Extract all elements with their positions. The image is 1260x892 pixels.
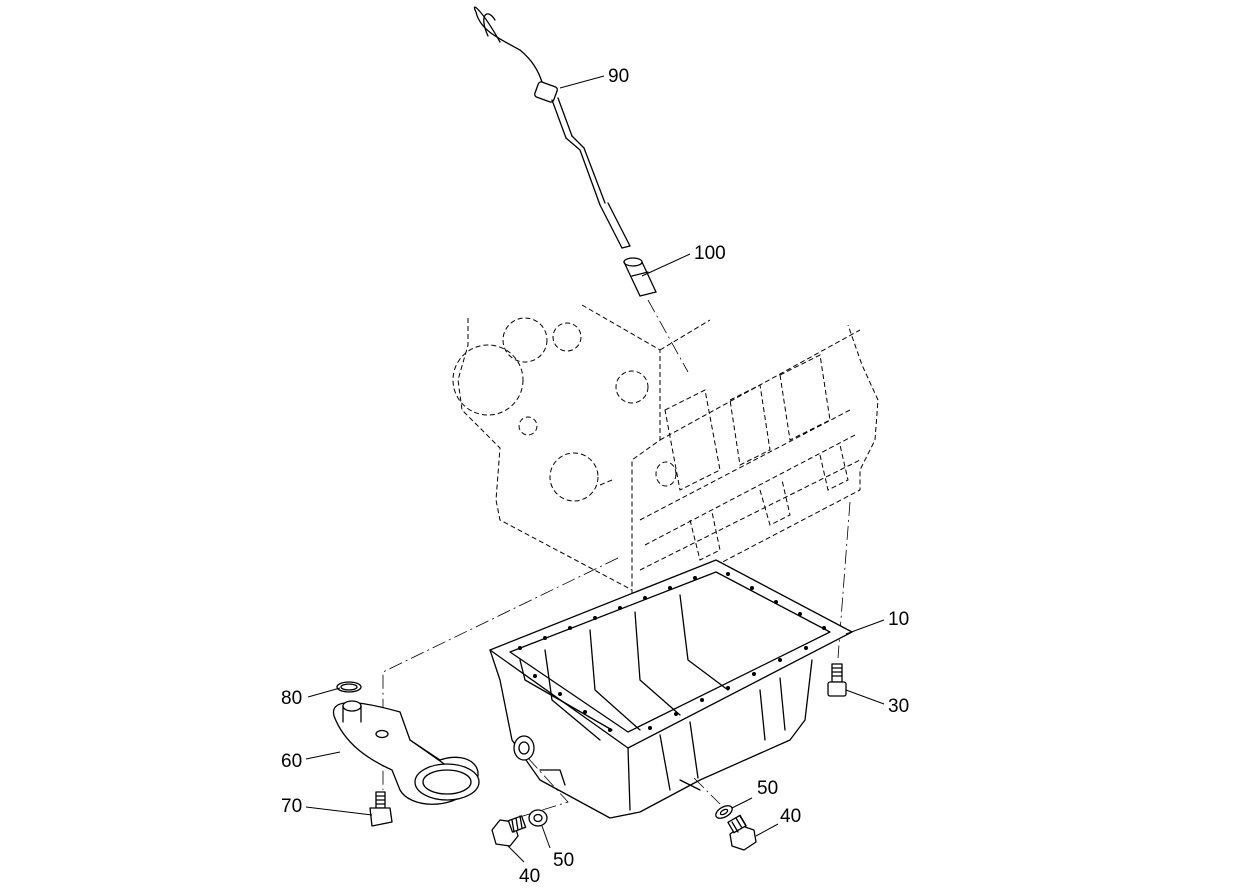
o-ring xyxy=(336,681,362,693)
callout-100: 100 xyxy=(694,243,726,264)
engine-block-outline xyxy=(452,304,879,601)
callout-60: 60 xyxy=(281,751,302,772)
callout-70: 70 xyxy=(281,796,302,817)
callout-40-right: 40 xyxy=(780,806,801,827)
callout-50-bottom: 50 xyxy=(553,850,574,871)
oil-pan xyxy=(489,594,813,819)
oil-strainer xyxy=(332,700,480,805)
oil-pan-gasket xyxy=(489,559,853,749)
callout-labels: 90 100 10 30 80 60 70 50 40 50 40 xyxy=(281,66,909,887)
callout-10: 10 xyxy=(888,609,909,630)
assembly-centerlines xyxy=(382,299,851,821)
washer-50-right xyxy=(715,805,733,819)
drain-plug-40-right xyxy=(727,814,757,851)
callout-50-right: 50 xyxy=(757,778,778,799)
callout-30: 30 xyxy=(888,696,909,717)
bolt-70 xyxy=(369,791,393,827)
callout-40-bottom: 40 xyxy=(519,866,540,887)
leader-lines xyxy=(305,75,885,863)
dipstick xyxy=(473,6,631,249)
drain-plug-40-bottom xyxy=(491,815,527,847)
dipstick-tube xyxy=(623,257,657,297)
callout-80: 80 xyxy=(281,688,302,709)
drain-plug-30 xyxy=(827,663,847,697)
washer-50-bottom xyxy=(528,809,548,827)
callout-90: 90 xyxy=(608,66,629,87)
